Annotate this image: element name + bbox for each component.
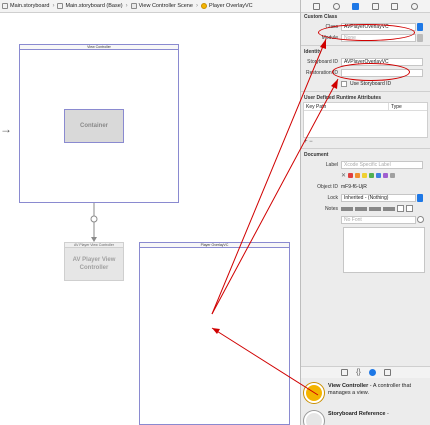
embed-segue-connector[interactable] bbox=[86, 203, 102, 243]
library-item-desc: - bbox=[387, 411, 389, 417]
object-id-label: Object ID bbox=[317, 183, 338, 190]
storyboard-id-label: Storyboard ID bbox=[307, 58, 338, 65]
font-picker-icon[interactable] bbox=[417, 216, 424, 223]
align-justify-icon[interactable] bbox=[383, 206, 395, 211]
divider bbox=[301, 91, 430, 92]
table-header: Key Path Type bbox=[304, 103, 427, 111]
object-library-icon[interactable] bbox=[368, 369, 376, 376]
breadcrumb-label: Main.storyboard (Base) bbox=[65, 3, 123, 9]
color-swatch[interactable] bbox=[390, 173, 396, 178]
storyboard-file-icon bbox=[57, 3, 64, 9]
color-swatch[interactable] bbox=[348, 173, 354, 178]
size-inspector-icon[interactable] bbox=[391, 2, 399, 10]
lock-popup[interactable]: Inherited - (Nothing) bbox=[341, 193, 416, 202]
notes-row: Notes bbox=[301, 203, 430, 214]
restoration-id-label: Restoration ID bbox=[306, 69, 338, 76]
font-field[interactable]: No Font bbox=[341, 215, 416, 224]
jump-bar: Main.storyboard › Main.storyboard (Base)… bbox=[0, 0, 300, 13]
media-library-icon[interactable] bbox=[383, 369, 391, 376]
background-color-icon[interactable] bbox=[406, 205, 413, 212]
custom-class-header: Custom Class bbox=[304, 14, 338, 20]
chevron-right-icon: › bbox=[195, 3, 198, 9]
identity-inspector-icon[interactable] bbox=[352, 2, 360, 10]
storyboard-canvas[interactable]: → View Controller Container AV Player Vi… bbox=[0, 13, 300, 425]
lock-label: Lock bbox=[327, 194, 338, 201]
connections-inspector-icon[interactable] bbox=[410, 2, 418, 10]
color-swatch[interactable] bbox=[376, 173, 382, 178]
label-label: Label bbox=[325, 161, 338, 168]
use-storyboard-id-label: Use Storyboard ID bbox=[350, 80, 392, 87]
help-inspector-icon[interactable] bbox=[332, 2, 340, 10]
notes-label: Notes bbox=[324, 205, 338, 212]
object-id-value: mF9-f6-UjR bbox=[341, 183, 367, 190]
entry-point-arrow-icon: → bbox=[0, 122, 12, 136]
library-item-title: Storyboard Reference bbox=[328, 411, 386, 417]
chevron-right-icon: › bbox=[125, 3, 128, 9]
class-dropdown-icon[interactable] bbox=[417, 22, 423, 31]
no-color-icon[interactable]: ✕ bbox=[341, 173, 347, 179]
color-swatch[interactable] bbox=[362, 173, 368, 178]
runtime-attributes-table[interactable]: Key Path Type bbox=[303, 102, 428, 138]
notes-textarea[interactable] bbox=[343, 227, 425, 273]
library-item-title: View Controller bbox=[328, 383, 369, 389]
align-left-icon[interactable] bbox=[341, 206, 353, 211]
color-label-row: ✕ bbox=[301, 170, 430, 181]
udra-header: User Defined Runtime Attributes bbox=[304, 95, 382, 101]
color-swatch[interactable] bbox=[369, 173, 375, 178]
attributes-inspector-icon[interactable] bbox=[371, 2, 379, 10]
use-storyboard-id-checkbox[interactable] bbox=[341, 80, 347, 87]
library-item-storyboard-reference[interactable]: Storyboard Reference - bbox=[301, 408, 430, 425]
annotation-ellipse-class bbox=[318, 24, 415, 41]
color-swatch[interactable] bbox=[355, 173, 361, 178]
document-header: Document bbox=[304, 152, 329, 158]
breadcrumb-label: View Controller Scene bbox=[138, 3, 193, 9]
library-item-desc: - A controller that manages a view. bbox=[328, 383, 412, 396]
breadcrumb-label: Player OverlayVC bbox=[208, 3, 253, 9]
object-id-row: Object ID mF9-f6-UjR bbox=[301, 181, 430, 192]
breadcrumb-player-overlay[interactable]: Player OverlayVC bbox=[200, 3, 253, 9]
player-overlay-scene[interactable] bbox=[139, 247, 290, 425]
avplayer-view-controller[interactable]: AV Player View Controller bbox=[64, 247, 124, 281]
code-snippet-library-icon[interactable]: {} bbox=[356, 369, 361, 376]
inspector-tabs bbox=[301, 0, 430, 13]
view-controller-icon bbox=[200, 3, 207, 9]
align-center-icon[interactable] bbox=[355, 206, 367, 211]
player-overlay-scene-title[interactable]: Player OverlayVC bbox=[139, 242, 290, 247]
align-right-icon[interactable] bbox=[369, 206, 381, 211]
annotation-ellipse-storyboard-id bbox=[332, 63, 410, 81]
file-template-library-icon[interactable] bbox=[341, 369, 349, 376]
color-swatch[interactable] bbox=[383, 173, 389, 178]
font-color-icon[interactable] bbox=[397, 205, 404, 212]
divider bbox=[301, 148, 430, 149]
lock-row: Lock Inherited - (Nothing) bbox=[301, 192, 430, 203]
font-row: No Font bbox=[301, 214, 430, 225]
divider bbox=[301, 45, 430, 46]
add-remove-buttons[interactable]: + − bbox=[304, 139, 313, 145]
label-field[interactable]: Xcode Specific Label bbox=[341, 160, 423, 169]
chevron-right-icon: › bbox=[52, 3, 55, 9]
label-row: Label Xcode Specific Label bbox=[301, 159, 430, 170]
storyboard-file-icon bbox=[2, 3, 8, 9]
storyboard-reference-icon bbox=[304, 411, 324, 425]
library-tabs: {} bbox=[301, 366, 430, 378]
lock-dropdown-icon[interactable] bbox=[417, 193, 423, 202]
breadcrumb-main-storyboard-base[interactable]: Main.storyboard (Base) bbox=[57, 3, 123, 9]
view-controller-scene-title[interactable]: View Controller bbox=[19, 44, 179, 49]
keypath-column-header[interactable]: Key Path bbox=[304, 103, 389, 110]
breadcrumb-label: Main.storyboard bbox=[10, 3, 50, 9]
use-storyboard-id-row: Use Storyboard ID bbox=[301, 78, 430, 89]
avplayer-scene-title[interactable]: AV Player View Controller bbox=[64, 242, 124, 247]
library-item-text: View Controller - A controller that mana… bbox=[328, 383, 428, 403]
module-dropdown-icon[interactable] bbox=[417, 33, 423, 42]
library-item-text: Storyboard Reference - bbox=[328, 411, 389, 425]
breadcrumb-scene[interactable]: View Controller Scene bbox=[130, 3, 193, 9]
identity-header: Identity bbox=[304, 49, 322, 55]
file-inspector-icon[interactable] bbox=[313, 2, 321, 10]
container-view[interactable]: Container bbox=[64, 109, 124, 143]
scene-icon bbox=[130, 3, 137, 9]
type-column-header[interactable]: Type bbox=[391, 104, 402, 110]
notes-toolbar[interactable] bbox=[341, 205, 423, 213]
breadcrumb-main-storyboard[interactable]: Main.storyboard bbox=[2, 3, 49, 9]
